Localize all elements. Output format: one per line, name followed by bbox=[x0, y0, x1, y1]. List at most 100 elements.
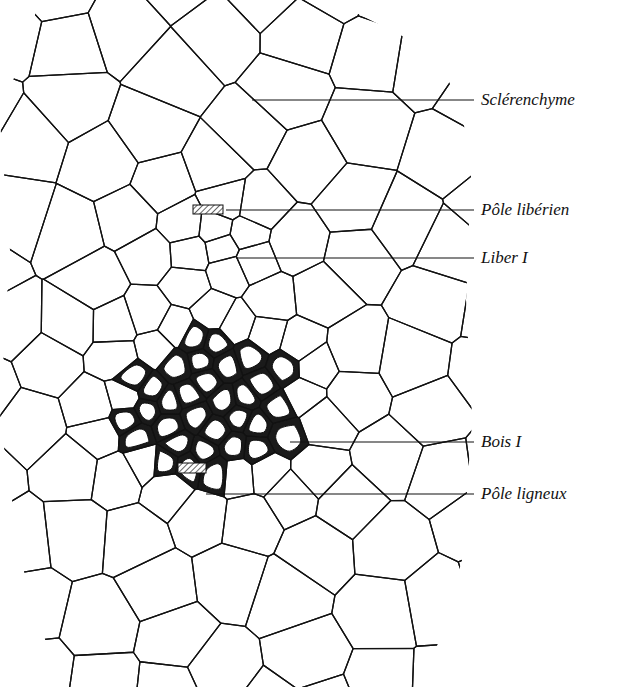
parenchyma-cell bbox=[219, 297, 255, 345]
parenchyma-cell bbox=[327, 371, 393, 432]
parenchyma-cell bbox=[397, 109, 505, 200]
parenchyma-cell bbox=[381, 266, 469, 343]
parenchyma-cell bbox=[222, 494, 285, 557]
leader-line bbox=[252, 99, 474, 100]
parenchyma-cell bbox=[43, 500, 107, 582]
parenchyma-cell bbox=[157, 267, 211, 309]
leader-line bbox=[236, 257, 474, 258]
parenchyma-cell bbox=[240, 169, 298, 230]
parenchyma-cell bbox=[291, 445, 352, 500]
parenchyma-cell bbox=[119, 0, 220, 26]
parenchyma-cell bbox=[448, 336, 540, 420]
parenchyma-cell bbox=[0, 93, 69, 183]
parenchyma-cell bbox=[311, 163, 397, 232]
parenchyma-cell bbox=[0, 64, 24, 174]
xylem-lumen bbox=[224, 437, 241, 456]
parenchyma-cell bbox=[0, 607, 17, 687]
leader-lines bbox=[206, 100, 474, 494]
parenchyma-cell bbox=[241, 271, 296, 320]
xylem-lumen bbox=[162, 390, 178, 410]
parenchyma-cell bbox=[219, 0, 299, 34]
parenchyma-cell bbox=[235, 53, 335, 130]
part-label: Pôle libérien bbox=[478, 199, 572, 221]
parenchyma-cell bbox=[113, 548, 197, 622]
parenchyma-cell bbox=[358, 0, 434, 31]
xylem-lumen bbox=[186, 407, 206, 428]
parenchyma-cell bbox=[66, 418, 119, 460]
part-label: Liber I bbox=[478, 247, 531, 269]
parenchyma-cell bbox=[156, 194, 202, 243]
part-label: Bois I bbox=[478, 431, 524, 453]
xylem-lumen bbox=[249, 414, 267, 433]
xylem-lumen bbox=[213, 389, 231, 410]
parenchyma-cell bbox=[27, 433, 97, 501]
xylem-lumen bbox=[218, 356, 237, 378]
cell-walls bbox=[0, 0, 540, 687]
parenchyma-cell bbox=[349, 414, 423, 500]
parenchyma-cell bbox=[192, 543, 269, 626]
parenchyma-cell bbox=[426, 0, 540, 53]
xylem-lumen bbox=[115, 412, 135, 430]
parenchyma-cell bbox=[133, 601, 221, 667]
xylem-lumen bbox=[240, 346, 262, 368]
parenchyma-cell bbox=[252, 452, 291, 497]
parenchyma-cell bbox=[0, 0, 42, 82]
parenchyma-cell bbox=[222, 665, 297, 687]
xylem-lumen bbox=[196, 374, 217, 392]
parenchyma-cell bbox=[29, 13, 107, 77]
xylem-cell bbox=[212, 348, 242, 383]
parenchyma-cell bbox=[297, 0, 366, 24]
xylem-lumen bbox=[276, 425, 301, 451]
xylem-cell bbox=[223, 405, 252, 433]
parenchyma-cell bbox=[124, 284, 171, 335]
parenchyma-cell bbox=[299, 342, 340, 389]
parenchyma-cell bbox=[405, 553, 474, 647]
parenchyma-cell bbox=[353, 500, 439, 580]
parenchyma-cell bbox=[274, 516, 355, 596]
xylem-lumen bbox=[272, 357, 293, 381]
parenchyma-cell bbox=[0, 432, 29, 526]
parenchyma-cell bbox=[171, 0, 261, 86]
xylem-lumen bbox=[229, 410, 247, 427]
parenchyma-cell bbox=[20, 0, 112, 22]
leader-line bbox=[206, 493, 474, 494]
xylem-lumen bbox=[196, 441, 215, 460]
parenchyma-cell bbox=[41, 279, 93, 356]
xylem-lumen bbox=[250, 373, 273, 394]
xylem-lumen bbox=[143, 376, 162, 396]
parenchyma-cell bbox=[316, 464, 391, 539]
xylem-lumen bbox=[121, 365, 146, 385]
xylem-lumen bbox=[139, 403, 155, 420]
parenchyma-cell bbox=[31, 183, 105, 279]
xylem-lumen bbox=[248, 440, 268, 458]
parenchyma-cell bbox=[458, 532, 540, 619]
leader-line bbox=[290, 441, 474, 442]
parenchyma-cell bbox=[297, 674, 362, 687]
parenchyma-cell bbox=[389, 375, 481, 446]
xylem-lumen bbox=[267, 396, 290, 418]
parenchyma-cell bbox=[123, 444, 157, 488]
parenchyma-cell bbox=[0, 224, 36, 311]
parenchyma-cell bbox=[372, 171, 444, 270]
parenchyma-cell bbox=[181, 117, 254, 191]
xylem-cell bbox=[178, 319, 208, 353]
parenchyma-cell bbox=[411, 644, 475, 687]
leader-line bbox=[226, 209, 474, 210]
parenchyma-cell bbox=[379, 317, 452, 397]
parenchyma-cell bbox=[167, 489, 227, 557]
parenchyma-cell bbox=[461, 255, 540, 349]
parenchyma-cell bbox=[0, 568, 72, 643]
parenchyma-cell bbox=[405, 438, 473, 520]
parenchyma-cell bbox=[205, 234, 239, 263]
parenchyma-cell bbox=[120, 26, 225, 116]
parenchyma-cell bbox=[0, 0, 21, 22]
parenchyma-cell bbox=[91, 451, 142, 511]
parenchyma-cell bbox=[323, 229, 401, 305]
xylem-lumen bbox=[179, 384, 199, 403]
xylem-lumen bbox=[164, 355, 185, 377]
xylem-lumen bbox=[157, 418, 178, 437]
xylem-lumen bbox=[205, 420, 226, 440]
parenchyma-cell bbox=[260, 0, 344, 74]
parenchyma-cell bbox=[200, 82, 287, 170]
